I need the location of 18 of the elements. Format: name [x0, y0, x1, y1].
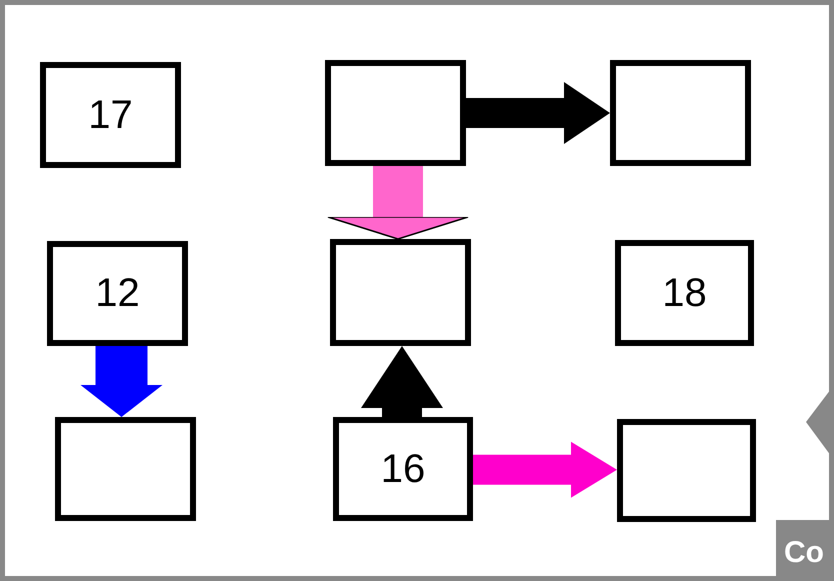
text-box	[40, 62, 181, 168]
block-arrow	[80, 346, 162, 417]
box-number: 18	[662, 270, 707, 316]
empty-box	[617, 419, 756, 522]
text-box	[47, 241, 188, 346]
empty-box	[330, 239, 471, 346]
empty-box	[325, 60, 466, 166]
empty-box	[55, 417, 196, 521]
block-arrow	[361, 346, 443, 417]
box-number: 16	[380, 446, 426, 492]
box-number: 17	[88, 92, 133, 138]
block-arrow	[466, 82, 610, 144]
block-arrow	[473, 442, 617, 498]
text-box	[615, 240, 754, 346]
empty-box	[610, 60, 751, 166]
box-number: 12	[95, 271, 140, 316]
block-arrow	[327, 166, 469, 240]
text-box	[333, 417, 473, 521]
